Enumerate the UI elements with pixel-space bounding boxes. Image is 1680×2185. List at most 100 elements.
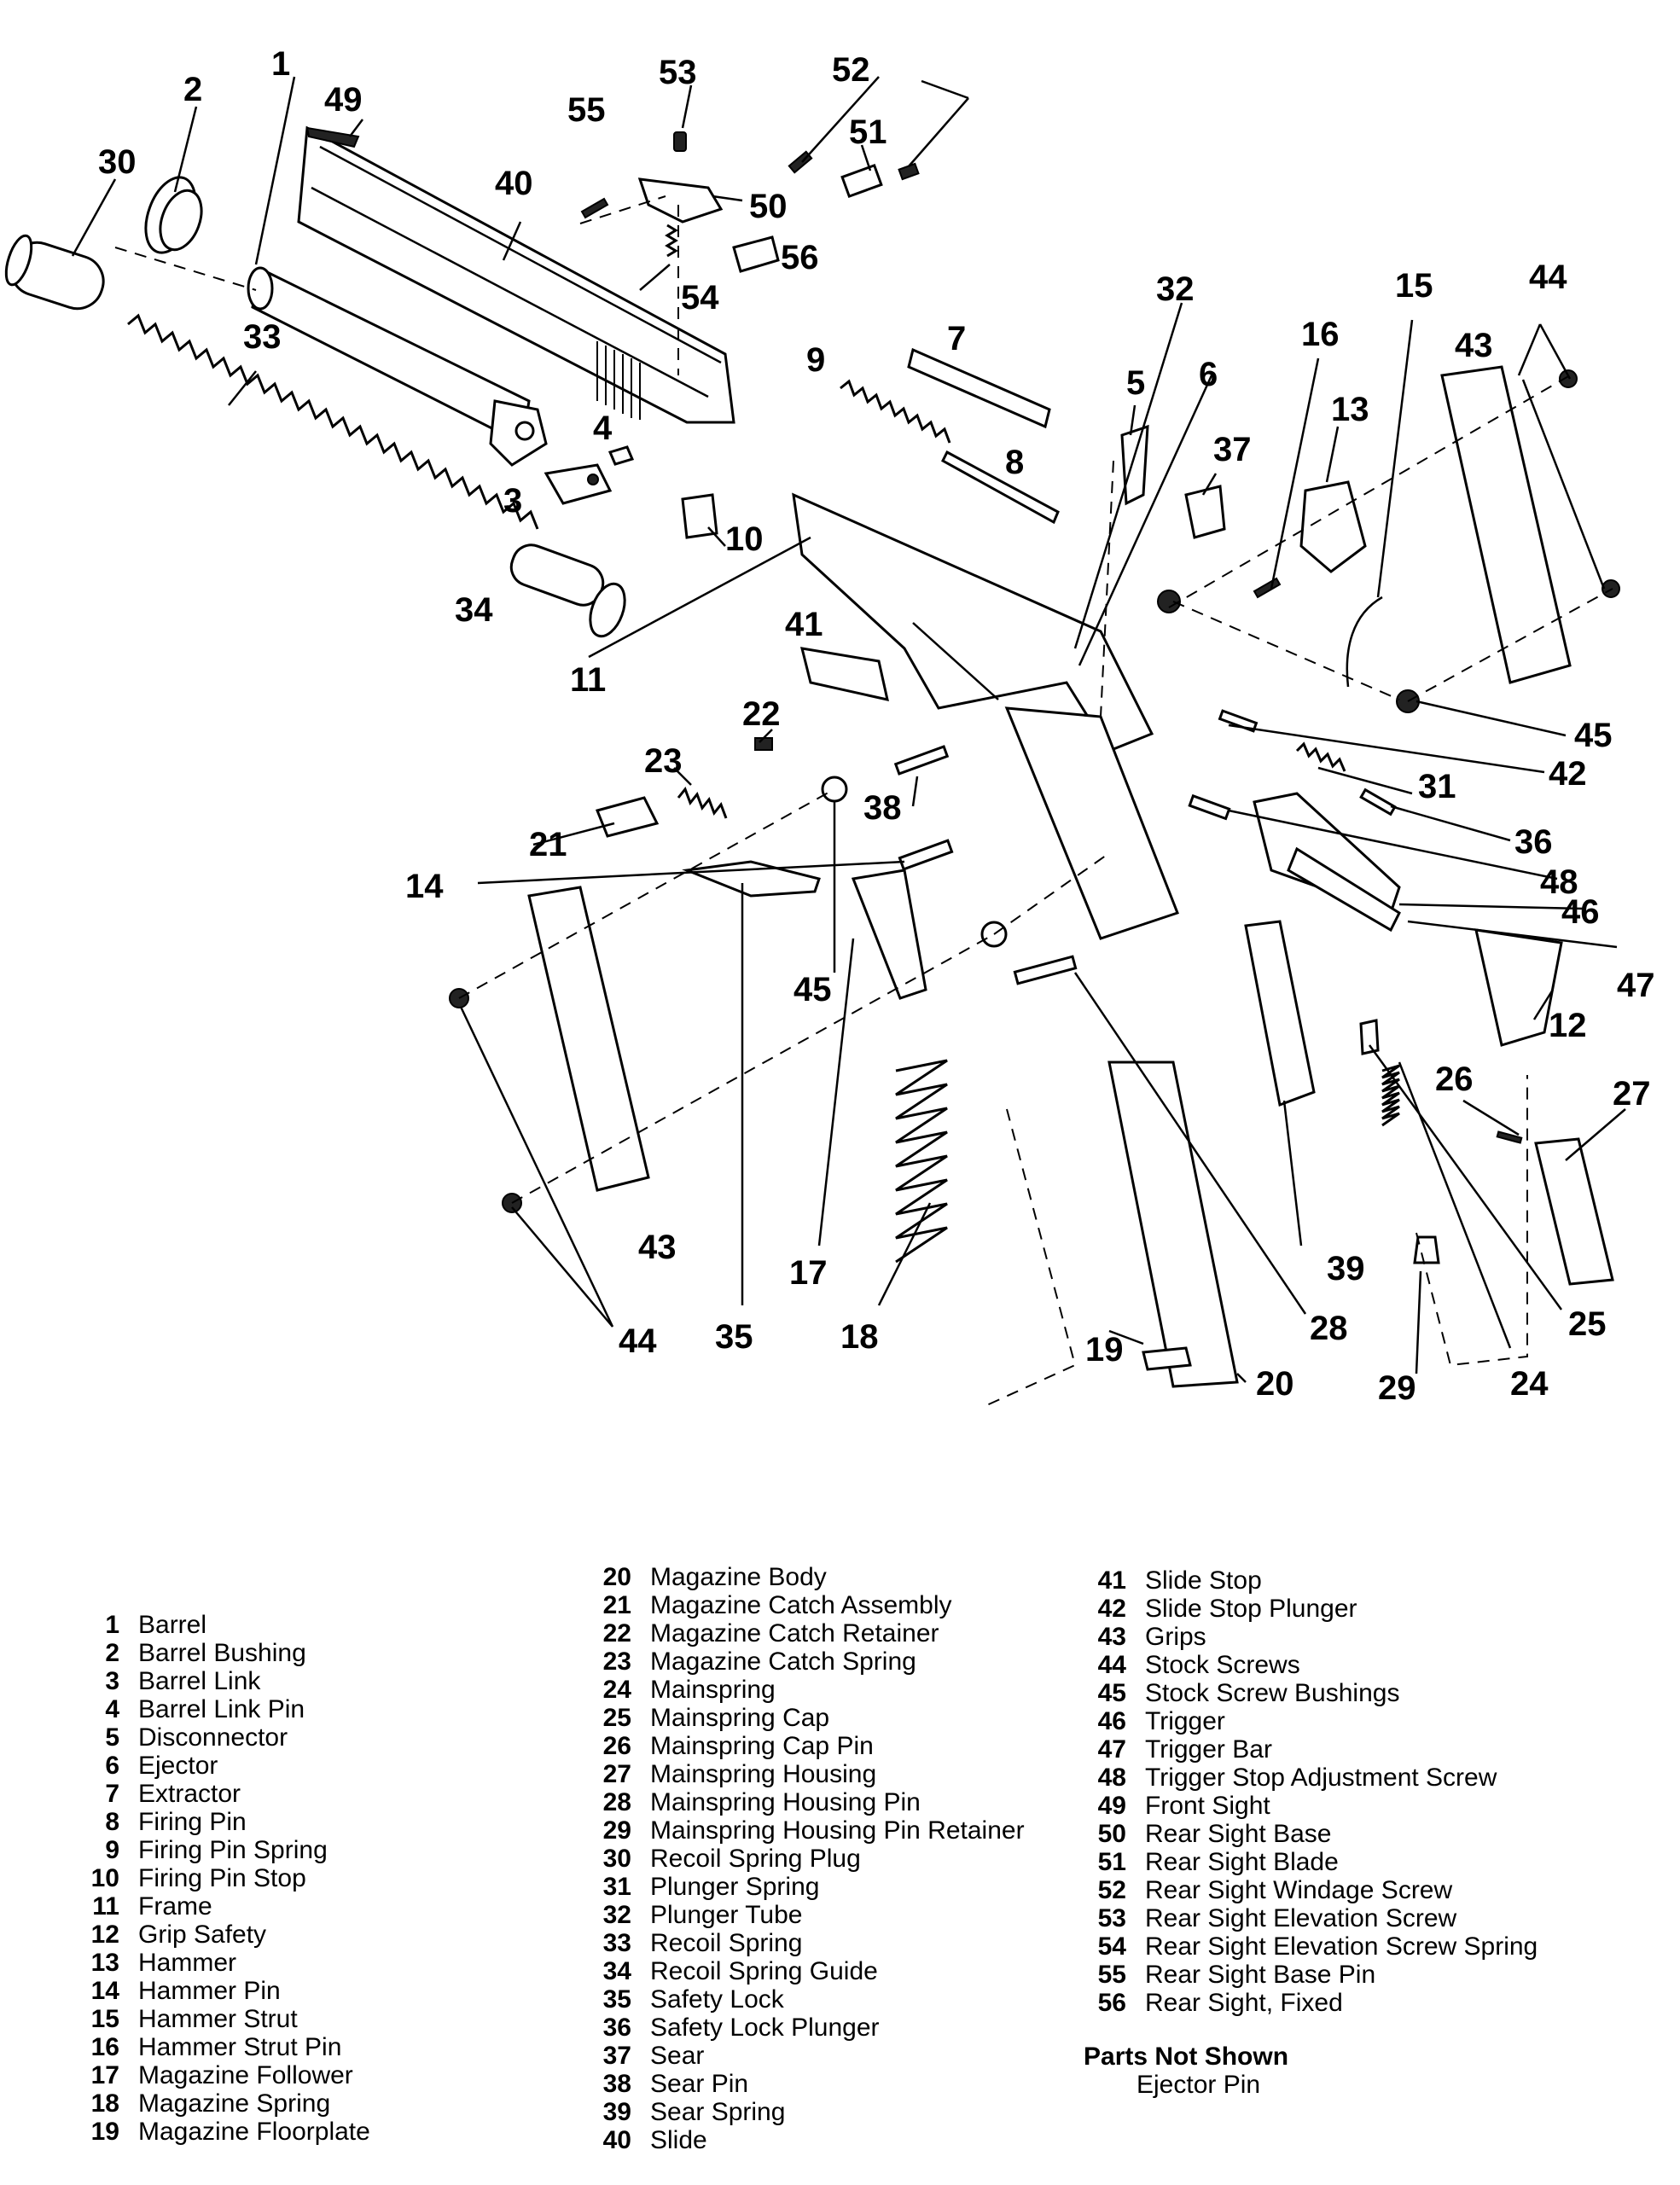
callout-43: 43 (1455, 327, 1493, 364)
rear-sight-base-pin-part (580, 197, 609, 219)
callout-12: 12 (1549, 1007, 1587, 1044)
callout-49: 49 (324, 81, 363, 119)
callout-29: 29 (1378, 1369, 1416, 1407)
grip-safety-part (1474, 928, 1563, 1047)
callout-16: 16 (1301, 316, 1340, 353)
callout-52: 52 (832, 51, 870, 89)
callout-8: 8 (1005, 444, 1024, 481)
disconnector-part (1120, 424, 1149, 506)
stock-screw-bushing-right-part (1157, 590, 1181, 613)
callout-2: 2 (183, 71, 202, 108)
barrel-link-part (544, 463, 613, 505)
callout-13: 13 (1331, 391, 1369, 428)
callout-36: 36 (1514, 823, 1553, 861)
hammer-strut-part (1346, 596, 1383, 688)
magazine-catch-spring-part (677, 787, 728, 819)
magazine-body-part (1107, 1061, 1239, 1388)
mainspring-housing-part (1534, 1137, 1614, 1286)
barrel-part (247, 266, 548, 467)
callout-35: 35 (715, 1318, 753, 1356)
callout-41: 41 (785, 606, 823, 643)
magazine-catch-assembly-part (595, 796, 660, 838)
callout-42: 42 (1549, 755, 1587, 793)
rear-sight-elevation-screw-part (673, 131, 687, 152)
rear-sight-fixed-part (732, 235, 780, 273)
recoil-spring-guide-part (509, 543, 626, 638)
slide-stop-plunger-part (1218, 709, 1259, 733)
callout-39: 39 (1327, 1250, 1365, 1287)
callout-51: 51 (849, 113, 887, 151)
callout-25: 25 (1568, 1305, 1607, 1343)
callout-44-left: 44 (619, 1322, 657, 1360)
callout-23: 23 (644, 742, 683, 780)
callout-45-left: 45 (793, 971, 832, 1008)
trigger-bar-part (1287, 846, 1401, 933)
mainspring-cap-pin-part (1496, 1130, 1523, 1144)
rear-sight-blade-part (840, 163, 883, 199)
callout-45: 45 (1574, 717, 1613, 754)
callout-34: 34 (455, 591, 493, 629)
callout-7: 7 (947, 320, 966, 357)
callout-47: 47 (1617, 967, 1655, 1004)
mainspring-housing-pin-part (1013, 955, 1078, 985)
callout-26: 26 (1435, 1061, 1474, 1098)
callout-40: 40 (495, 165, 533, 202)
callout-18: 18 (840, 1318, 879, 1356)
alignment-line-2 (579, 195, 666, 224)
slide-stop-part (799, 647, 889, 701)
callout-3: 3 (503, 482, 522, 520)
callout-15: 15 (1395, 267, 1433, 305)
hammer-pin-part (898, 839, 954, 871)
alignment-line-11 (980, 1108, 1077, 1409)
trigger-stop-adjustment-screw-part (1188, 793, 1231, 821)
alignment-line-4 (1100, 460, 1114, 718)
rear-sight-base-part (637, 177, 724, 224)
hammer-strut-pin-part (1253, 577, 1282, 599)
sear-pin-part (893, 745, 950, 776)
callout-6: 6 (1199, 356, 1218, 393)
grip-right-part (1440, 365, 1572, 684)
rear-sight-elevation-screw-spring-part (665, 224, 678, 258)
callout-50: 50 (749, 188, 788, 225)
callout-14: 14 (405, 868, 444, 905)
callout-9: 9 (806, 341, 825, 379)
callout-37: 37 (1213, 431, 1252, 468)
parts-not-shown-heading: Parts Not Shown (1084, 2043, 1289, 2071)
mainspring-part (1381, 1064, 1400, 1127)
firing-pin-part (941, 450, 1060, 525)
callout-38: 38 (863, 789, 902, 827)
callout-31: 31 (1418, 768, 1456, 805)
magazine-floorplate-part (1142, 1346, 1192, 1371)
callout-27: 27 (1613, 1075, 1651, 1113)
